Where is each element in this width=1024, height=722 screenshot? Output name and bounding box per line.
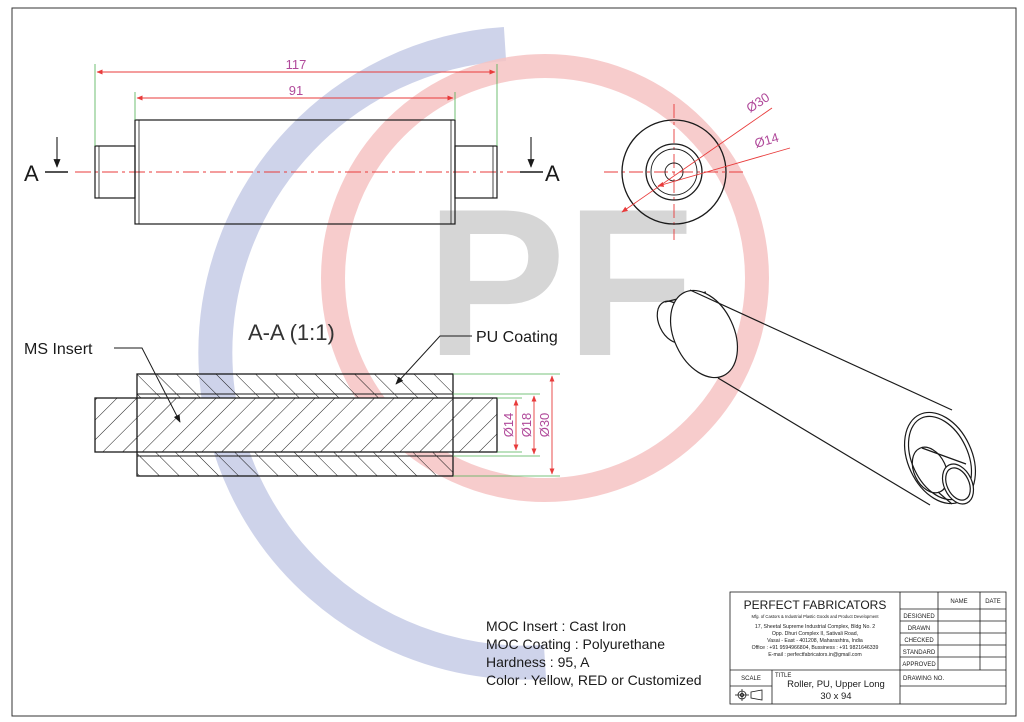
note-color: Color : Yellow, RED or Customized bbox=[486, 672, 702, 688]
row-drawn: DRAWN bbox=[908, 626, 930, 632]
title-block bbox=[729, 591, 1007, 705]
title-label: TITLE bbox=[775, 673, 791, 679]
drawing-title-line-2: 30 x 94 bbox=[820, 691, 851, 702]
dim-section-d30: Ø30 bbox=[537, 413, 552, 438]
note-moc-insert: MOC Insert : Cast Iron bbox=[486, 618, 626, 634]
scale-label: SCALE bbox=[741, 676, 761, 682]
section-marker-right: A bbox=[545, 161, 560, 186]
watermark-red-ring bbox=[321, 54, 769, 502]
front-view: 117 91 A A bbox=[24, 57, 560, 225]
watermark-letters: PF bbox=[426, 165, 694, 400]
company-name: PERFECT FABRICATORS bbox=[744, 598, 887, 612]
drawing-title-line-1: Roller, PU, Upper Long bbox=[787, 679, 885, 690]
company-phones: Office : +91 9594966804, Bussiness : +91… bbox=[752, 645, 879, 651]
row-checked: CHECKED bbox=[904, 638, 934, 644]
watermark-blue-arc bbox=[198, 27, 547, 680]
company-address-3: Vasai - East - 401208, Maharashtra, Indi… bbox=[767, 638, 863, 644]
company-tagline: Mfg. of Castors & Industrial Plastic Goo… bbox=[751, 614, 879, 619]
note-moc-coating: MOC Coating : Polyurethane bbox=[486, 636, 665, 652]
section-view: A-A (1:1) Ø14 Ø18 Ø30 MS Insert PU Coati… bbox=[24, 320, 560, 477]
company-address-1: 17, Sheetal Supreme Industrial Complex, … bbox=[755, 624, 875, 630]
material-notes: MOC Insert : Cast Iron MOC Coating : Pol… bbox=[486, 618, 702, 688]
section-marker-left: A bbox=[24, 161, 39, 186]
projection-symbol-icon bbox=[735, 689, 763, 701]
dim-body-length: 91 bbox=[289, 83, 303, 98]
section-title: A-A (1:1) bbox=[248, 320, 335, 345]
dim-inner-diameter: Ø14 bbox=[753, 130, 781, 151]
note-hardness: Hardness : 95, A bbox=[486, 654, 590, 670]
watermark-logo: PF bbox=[198, 27, 769, 680]
drawing-no-label: DRAWING NO. bbox=[903, 676, 944, 682]
company-email: E-mail : perfectfabricators.in@gmail.com bbox=[768, 652, 861, 658]
isometric-view bbox=[656, 289, 976, 506]
row-standard: STANDARD bbox=[903, 650, 936, 656]
dim-section-d18: Ø18 bbox=[519, 413, 534, 438]
dim-section-d14: Ø14 bbox=[501, 413, 516, 438]
dim-outer-diameter: Ø30 bbox=[743, 90, 772, 116]
company-address-2: Opp. Dhuri Complex II, Sativali Road, bbox=[772, 631, 858, 637]
callout-ms-insert: MS Insert bbox=[24, 341, 93, 358]
dim-overall-length: 117 bbox=[286, 57, 307, 72]
row-designed: DESIGNED bbox=[903, 614, 935, 620]
title-block-text: PERFECT FABRICATORS Mfg. of Castors & In… bbox=[735, 598, 1001, 702]
callout-pu-coating: PU Coating bbox=[476, 329, 558, 346]
col-name: NAME bbox=[950, 599, 967, 605]
col-date: DATE bbox=[985, 599, 1001, 605]
row-approved: APPROVED bbox=[902, 662, 936, 668]
sheet-border bbox=[11, 7, 1017, 717]
